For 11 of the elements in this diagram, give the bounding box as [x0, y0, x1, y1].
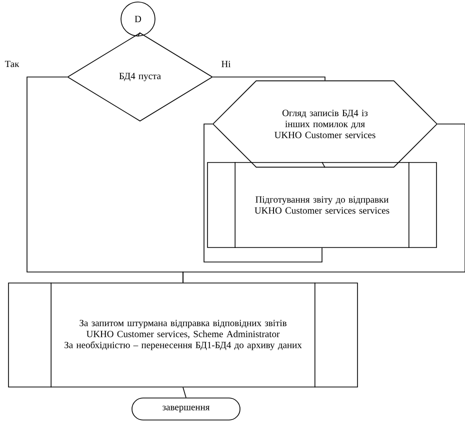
connector-line: [182, 124, 465, 283]
process-box: За запитом штурмана відправка відповідних звітів UKHO Customer services, Scheme Administrator За необхідністю – перенесення БД1-БД4 до архиву даних: [8, 282, 358, 388]
terminator: завершення: [132, 398, 240, 420]
edge-label: Так: [4, 60, 20, 68]
edge-label: Ні: [220, 60, 232, 68]
connector-line: [204, 124, 322, 262]
connector-line: [212, 76, 326, 81]
connector-line: [182, 387, 186, 398]
connector-line: [138, 32, 140, 37]
connector-line: [322, 162, 326, 168]
process-box: Підготування звіту до відправки UKHO Customer services services: [207, 162, 437, 248]
